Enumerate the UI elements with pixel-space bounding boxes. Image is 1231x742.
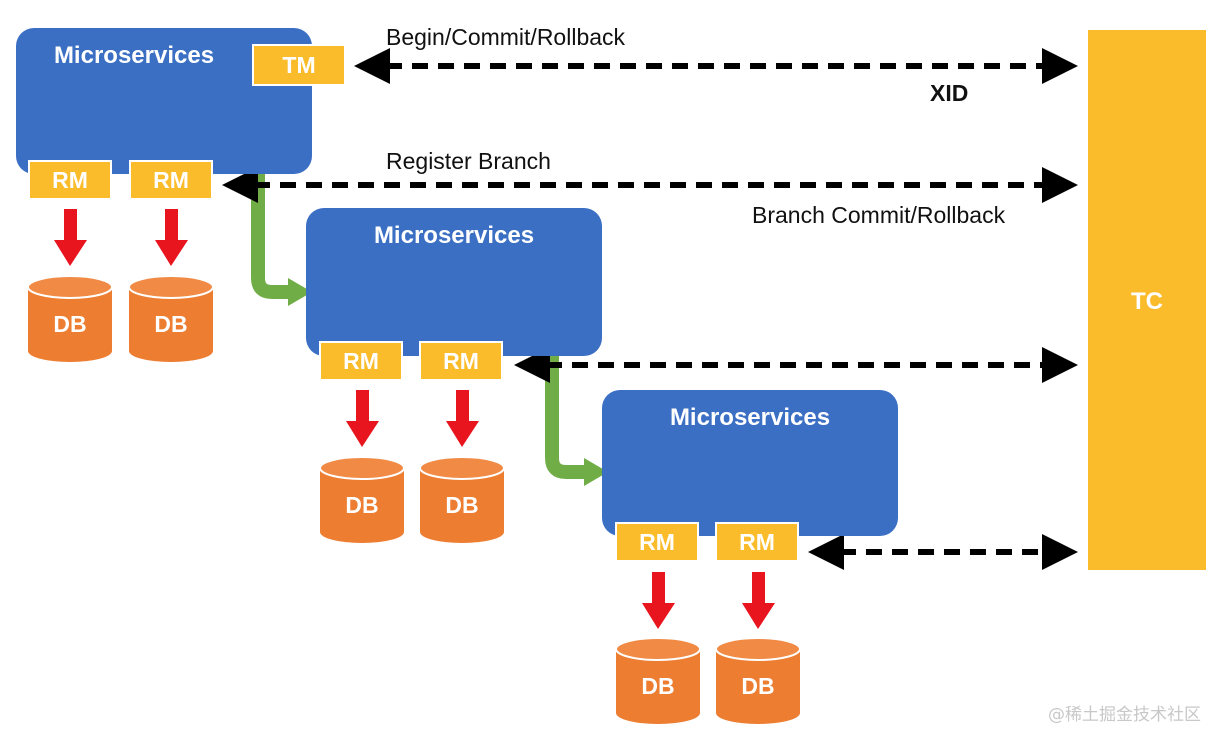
resource-manager-rm: RM: [28, 160, 112, 200]
database-cylinder: DB: [419, 456, 505, 544]
branch-commit-rollback-label: Branch Commit/Rollback: [752, 202, 1006, 228]
microservice-box-3: Microservices: [602, 390, 898, 536]
microservice-title: Microservices: [373, 222, 535, 249]
xid-label: XID: [930, 80, 969, 106]
resource-manager-rm: RM: [419, 341, 503, 381]
db-label: DB: [741, 673, 775, 699]
tc-label: TC: [1131, 288, 1163, 315]
resource-manager-rm: RM: [615, 522, 699, 562]
microservice-title: Microservices: [669, 404, 831, 431]
db-label: DB: [53, 311, 87, 337]
database-icon: [27, 275, 113, 362]
rm-db-arrow: [742, 572, 775, 629]
call-flow-arrow-1: [251, 162, 290, 299]
db-label: DB: [345, 492, 379, 518]
database-icon: [615, 637, 701, 724]
db-label: DB: [154, 311, 188, 337]
transaction-coordinator-box: TC: [1088, 30, 1206, 570]
microservice-box-2: Microservices: [306, 208, 602, 356]
begin-commit-rollback-label: Begin/Commit/Rollback: [386, 24, 626, 50]
resource-manager-rm: RM: [319, 341, 403, 381]
database-icon: [319, 456, 405, 543]
register-branch-label: Register Branch: [386, 148, 551, 174]
db-label: DB: [445, 492, 479, 518]
resource-manager-rm: RM: [715, 522, 799, 562]
rm-db-arrow: [155, 209, 188, 266]
database-cylinder: DB: [615, 637, 701, 725]
db-label: DB: [641, 673, 675, 699]
database-cylinder: DB: [27, 275, 113, 363]
transaction-manager-tm: TM: [252, 44, 346, 86]
database-icon: [419, 456, 505, 543]
call-flow-arrowhead-1: [288, 278, 312, 306]
watermark-text: @稀土掘金技术社区: [1048, 705, 1201, 725]
rm-db-arrow: [346, 390, 379, 447]
rm-db-arrow: [54, 209, 87, 266]
call-flow-arrowhead-2: [584, 458, 608, 486]
database-icon: [715, 637, 801, 724]
call-flow-arrow-2: [545, 344, 586, 479]
microservice-title: Microservices: [53, 42, 215, 69]
rm-db-arrow: [642, 572, 675, 629]
database-cylinder: DB: [128, 275, 214, 363]
database-icon: [128, 275, 214, 362]
rm-db-arrow: [446, 390, 479, 447]
database-cylinder: DB: [319, 456, 405, 544]
resource-manager-rm: RM: [129, 160, 213, 200]
database-cylinder: DB: [715, 637, 801, 725]
